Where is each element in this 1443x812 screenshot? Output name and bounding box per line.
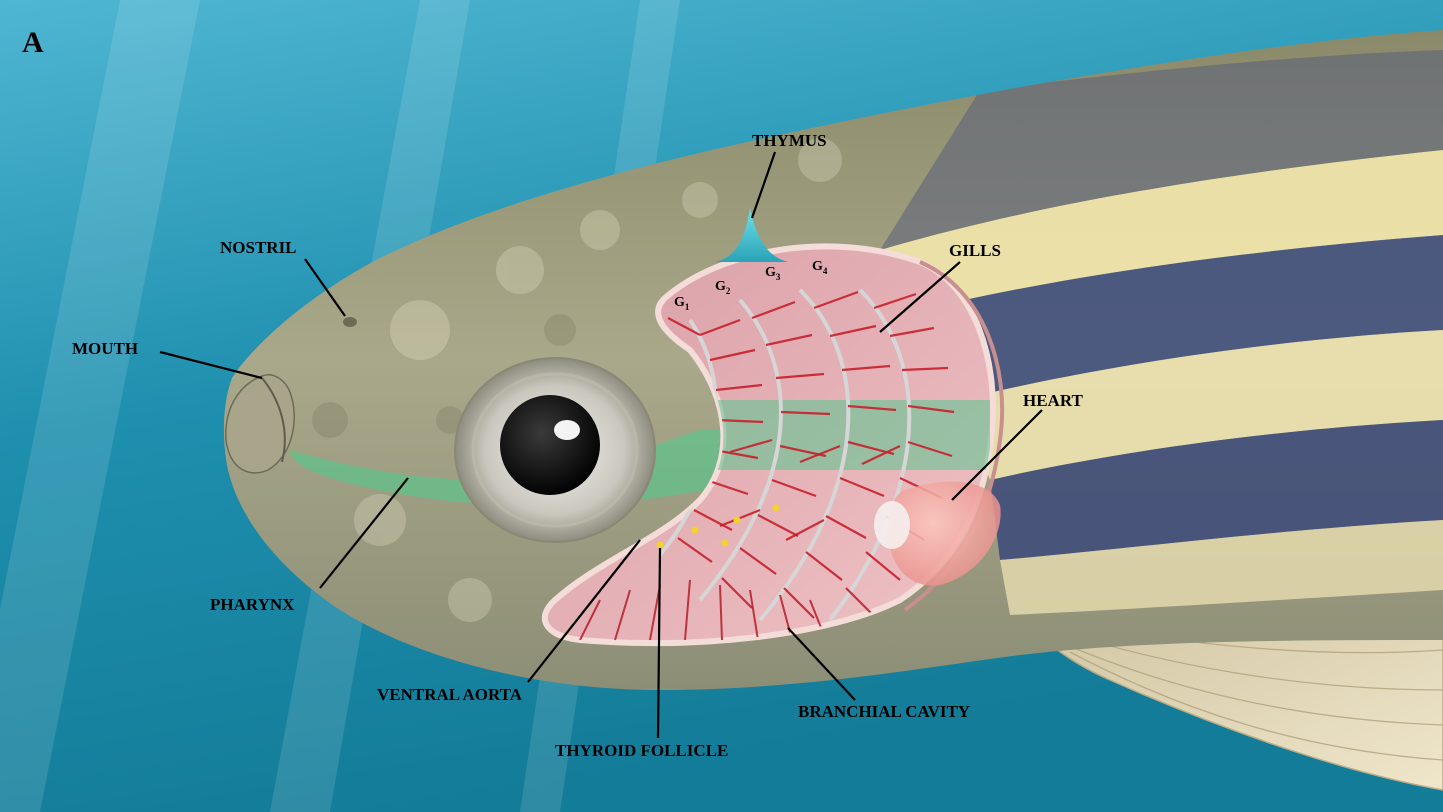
label-heart: HEART	[1023, 391, 1084, 410]
eye	[455, 358, 655, 542]
label-thyroid-follicle: THYROID FOLLICLE	[555, 741, 728, 760]
label-pharynx: PHARYNX	[210, 595, 295, 614]
label-thymus: THYMUS	[752, 131, 827, 150]
label-gills: GILLS	[949, 241, 1001, 260]
label-mouth: MOUTH	[72, 339, 138, 358]
label-ventral-aorta: VENTRAL AORTA	[377, 685, 523, 704]
eye-highlight	[554, 420, 580, 440]
label-branchial-cavity: BRANCHIAL CAVITY	[798, 702, 970, 721]
pupil	[500, 395, 600, 495]
panel-label: A	[22, 26, 44, 59]
label-nostril: NOSTRIL	[220, 238, 297, 257]
nostril-opening	[343, 317, 357, 327]
